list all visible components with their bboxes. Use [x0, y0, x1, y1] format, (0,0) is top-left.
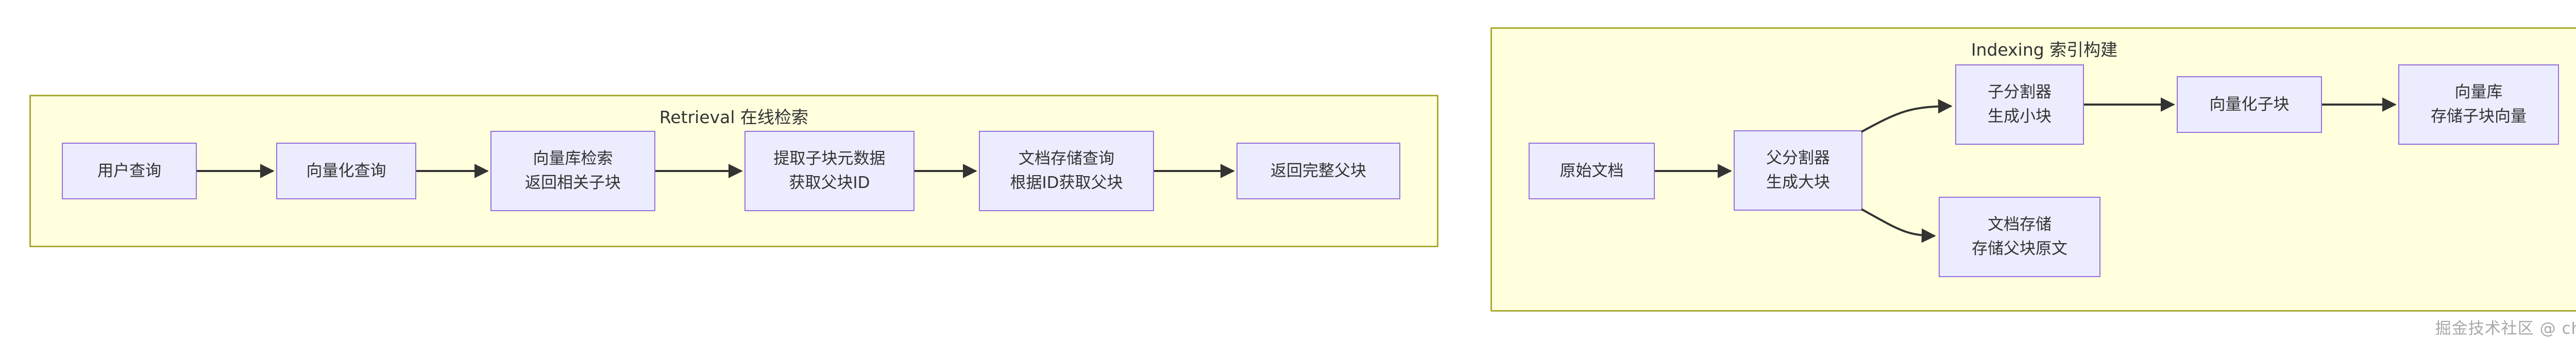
- node-vector-db-search: 向量库检索 返回相关子块: [490, 131, 655, 211]
- node-label: 返回相关子块: [525, 174, 621, 192]
- node-label: 子分割器: [1988, 83, 2052, 101]
- node-label: 根据ID获取父块: [1010, 174, 1123, 192]
- retrieval-group: Retrieval 在线检索: [29, 95, 1438, 247]
- node-label: 向量化子块: [2209, 95, 2290, 114]
- node-label: 生成小块: [1988, 107, 2052, 126]
- node-label: 返回完整父块: [1270, 161, 1366, 180]
- node-label: 向量库: [2454, 83, 2503, 101]
- node-label: 父分割器: [1766, 149, 1830, 167]
- indexing-group-title: Indexing 索引构建: [1971, 40, 2118, 60]
- watermark: 掘金技术社区 @ chaors: [2435, 319, 2576, 338]
- node-label: 存储子块向量: [2431, 107, 2527, 126]
- node-label: 向量库检索: [533, 149, 613, 168]
- node-user-query: 用户查询: [62, 143, 197, 199]
- node-label: 向量化查询: [306, 161, 386, 180]
- node-label: 原始文档: [1560, 161, 1624, 180]
- retrieval-group-title: Retrieval 在线检索: [659, 107, 809, 127]
- node-child-splitter: 子分割器 生成小块: [1955, 64, 2084, 145]
- node-label: 文档存储: [1988, 215, 2052, 234]
- node-label: 用户查询: [97, 161, 161, 180]
- node-label: 文档存储查询: [1019, 149, 1114, 168]
- node-vector-db: 向量库 存储子块向量: [2398, 64, 2559, 145]
- node-label: 获取父块ID: [789, 174, 870, 192]
- node-label: 提取子块元数据: [773, 149, 886, 168]
- node-extract-metadata: 提取子块元数据 获取父块ID: [744, 131, 914, 211]
- node-label: 存储父块原文: [1972, 240, 2067, 258]
- node-parent-splitter: 父分割器 生成大块: [1734, 130, 1862, 211]
- node-vectorize-chunks: 向量化子块: [2177, 76, 2322, 133]
- node-vectorize-query: 向量化查询: [276, 143, 416, 199]
- node-return-parent: 返回完整父块: [1236, 143, 1400, 199]
- node-label: 生成大块: [1766, 173, 1830, 192]
- node-doc-store: 文档存储 存储父块原文: [1939, 197, 2100, 277]
- node-docstore-query: 文档存储查询 根据ID获取父块: [979, 131, 1154, 211]
- node-source-doc: 原始文档: [1529, 143, 1655, 199]
